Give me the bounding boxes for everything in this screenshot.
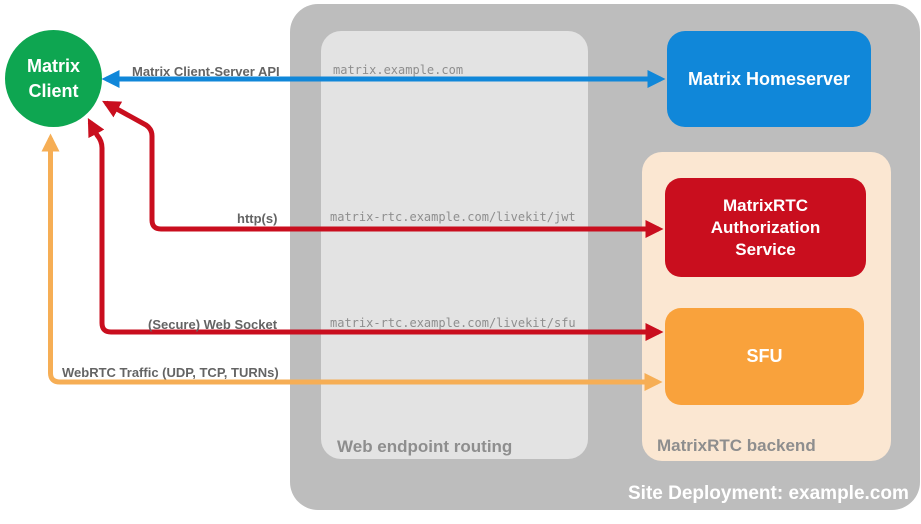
web-endpoint-routing-panel <box>321 31 588 459</box>
sfu-label: SFU <box>746 346 783 366</box>
web-endpoint-routing-caption: Web endpoint routing <box>337 437 513 456</box>
matrix-client-label: Matrix Client <box>26 55 80 101</box>
web-socket-connection-label: (Secure) Web Socket <box>148 317 278 332</box>
https-connection-label: http(s) <box>237 211 278 226</box>
sfu-node: SFU <box>665 308 864 405</box>
matrix-homeserver-label: Matrix Homeserver <box>687 68 851 89</box>
matrix-client-node: Matrix Client <box>5 30 102 127</box>
matrixrtc-authorization-service-label: MatrixRTC Authorization Service <box>710 195 821 259</box>
matrix-homeserver-node: Matrix Homeserver <box>667 31 871 127</box>
site-deployment-caption: Site Deployment: example.com <box>628 483 909 504</box>
matrixrtc-authorization-service-node: MatrixRTC Authorization Service <box>665 178 866 277</box>
client-server-api-connection-label: Matrix Client-Server API <box>132 64 280 79</box>
webrtc-traffic-connection-label: WebRTC Traffic (UDP, TCP, TURNs) <box>62 365 279 380</box>
jwt-endpoint-url: matrix-rtc.example.com/livekit/jwt <box>330 210 576 224</box>
homeserver-endpoint-url: matrix.example.com <box>333 63 464 77</box>
sfu-endpoint-url: matrix-rtc.example.com/livekit/sfu <box>330 316 576 330</box>
matrixrtc-backend-caption: MatrixRTC backend <box>657 436 816 455</box>
